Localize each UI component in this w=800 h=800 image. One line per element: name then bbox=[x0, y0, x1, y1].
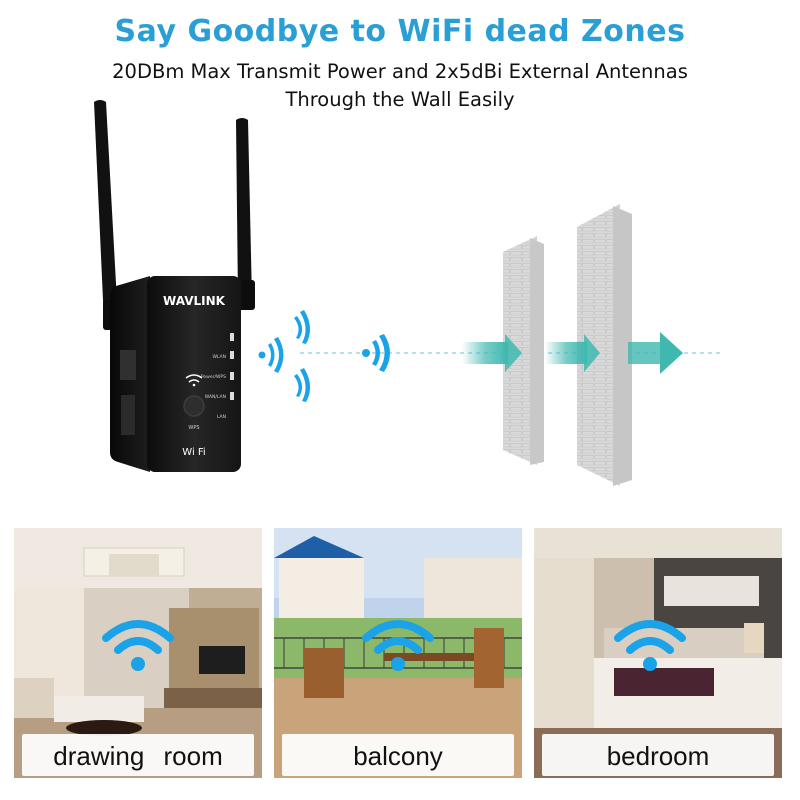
led-label-wlan: WLAN bbox=[212, 354, 226, 360]
wifi-signal-icon bbox=[362, 620, 434, 671]
room-panel-bedroom: bedroom bbox=[534, 528, 782, 778]
led-label-lan: LAN bbox=[217, 414, 226, 420]
caption-bar: bedroom bbox=[542, 734, 774, 776]
room-label-bedroom: bedroom bbox=[606, 741, 710, 771]
signal-wave-icon-4 bbox=[362, 334, 390, 372]
subtitle-line-1: 20DBm Max Transmit Power and 2x5dBi Exte… bbox=[112, 60, 688, 83]
drawing-room-scene bbox=[14, 528, 262, 778]
signal-arrow-icon-1 bbox=[462, 334, 522, 372]
subtitle-line-2: Through the Wall Easily bbox=[285, 88, 515, 111]
wifi-signal-icon bbox=[614, 620, 686, 671]
signal-arrow-icon-2 bbox=[545, 334, 600, 372]
caption-bar: drawing room bbox=[22, 734, 254, 776]
signal-wave-icon-3 bbox=[294, 368, 311, 402]
signal-wave-icon-2 bbox=[294, 310, 311, 344]
room-label-balcony: balcony bbox=[353, 741, 443, 771]
wps-button-icon bbox=[183, 395, 205, 417]
room-label-drawing-room: drawing room bbox=[53, 741, 223, 771]
headline-title: Say Goodbye to WiFi dead Zones bbox=[114, 14, 686, 49]
hero-illustration: WAVLINK WLAN Power/WPS WAN/LAN LAN WPS W… bbox=[94, 100, 720, 486]
brick-wall-2 bbox=[577, 204, 632, 486]
signal-arrow-icon-3 bbox=[628, 332, 683, 374]
wifi-extender-device: WAVLINK WLAN Power/WPS WAN/LAN LAN WPS W… bbox=[110, 276, 241, 472]
device-wifi-logo: Wi Fi bbox=[182, 447, 205, 458]
room-panel-drawing-room: drawing room bbox=[14, 528, 262, 778]
wifi-signal-icon bbox=[102, 620, 174, 671]
caption-bar: balcony bbox=[282, 734, 514, 776]
device-wifi-led-icon bbox=[185, 374, 203, 387]
signal-wave-icon-1 bbox=[258, 337, 284, 373]
brick-wall-1 bbox=[503, 236, 544, 465]
room-panel-balcony: balcony bbox=[274, 528, 522, 778]
led-label-power: Power/WPS bbox=[201, 374, 226, 380]
wps-label: WPS bbox=[188, 425, 199, 431]
device-brand-logo: WAVLINK bbox=[163, 294, 226, 308]
led-label-wan: WAN/LAN bbox=[205, 394, 226, 400]
